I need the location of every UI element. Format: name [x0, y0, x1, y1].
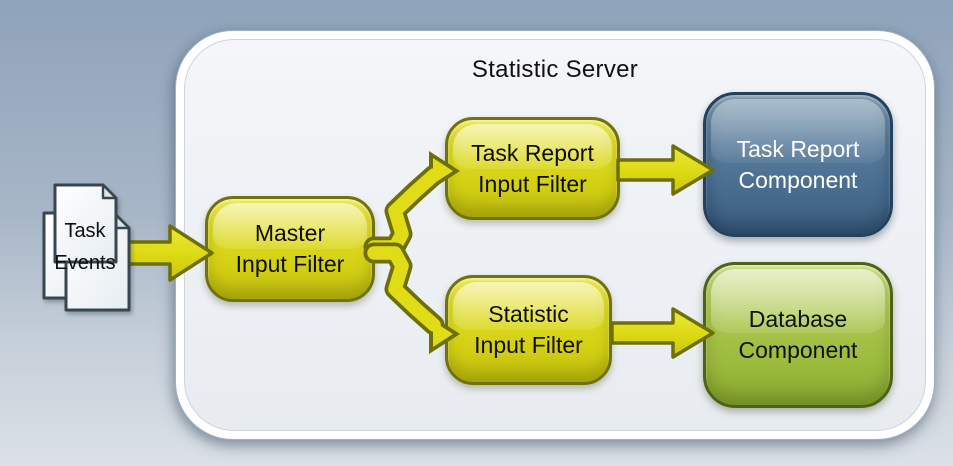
node-label-line: Task Report [471, 139, 594, 166]
node-label-line: Input Filter [474, 332, 583, 358]
node-label-line: Input Filter [235, 251, 345, 277]
node-label-line: Component [738, 166, 858, 193]
node-master-input-filter: Master Input Filter [205, 196, 375, 302]
node-label-line: Database [748, 306, 848, 332]
node-label-line: Task Report [736, 135, 860, 162]
node-label-line: Master [254, 220, 326, 246]
node-task-report-component: Task Report Component [703, 92, 893, 237]
node-label-line: Component [738, 337, 858, 363]
node-label-line: Input Filter [478, 170, 587, 197]
server-title: Statistic Server [471, 56, 639, 83]
node-task-report-input-filter: Task Report Input Filter [445, 117, 620, 220]
node-database-component: Database Component [703, 262, 893, 408]
task-events-label-line1: Task [64, 220, 106, 242]
task-events-label-line2: Events [54, 252, 116, 274]
node-label-line: Statistic [488, 301, 569, 327]
node-statistic-input-filter: Statistic Input Filter [445, 275, 612, 385]
task-events-documents-icon [42, 183, 131, 312]
